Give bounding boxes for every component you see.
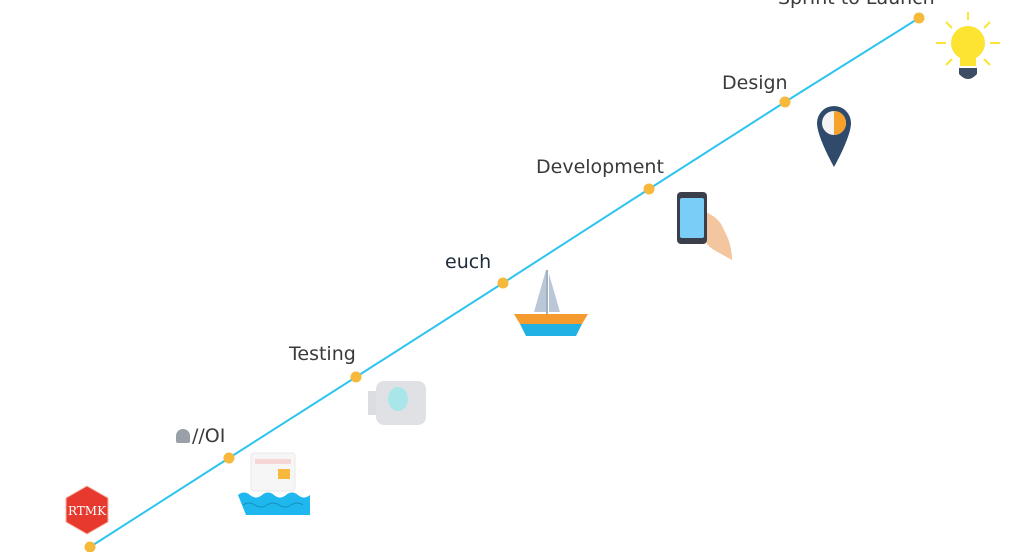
stage-label-io: //OI	[176, 425, 225, 447]
stage-label-launch: euch	[445, 251, 492, 273]
milestone-dot	[779, 96, 791, 108]
milestone-dot	[913, 12, 925, 24]
stage-label-testing: Testing	[289, 343, 356, 365]
milestone-dot	[497, 277, 509, 289]
stage-label-io-text: //OI	[192, 425, 226, 447]
light-bulb-icon	[936, 12, 1000, 79]
stage-label-development: Development	[536, 156, 664, 178]
title-label: Sprint to Launch	[778, 0, 935, 9]
milestone-dot	[223, 452, 235, 464]
map-pin-icon	[817, 106, 851, 167]
sailboat-icon	[514, 270, 588, 336]
stop-badge-icon: RTMK	[65, 485, 109, 535]
stage-label-design: Design	[722, 72, 788, 94]
phone-in-hand-icon	[677, 192, 732, 260]
milestone-dot	[84, 541, 96, 552]
milestone-dot	[643, 183, 655, 195]
milestone-dot	[350, 371, 362, 383]
ghost-icon	[176, 429, 190, 443]
machine-icon	[368, 381, 426, 425]
badge-text: RTMK	[68, 504, 107, 518]
document-water-icon	[238, 452, 310, 515]
